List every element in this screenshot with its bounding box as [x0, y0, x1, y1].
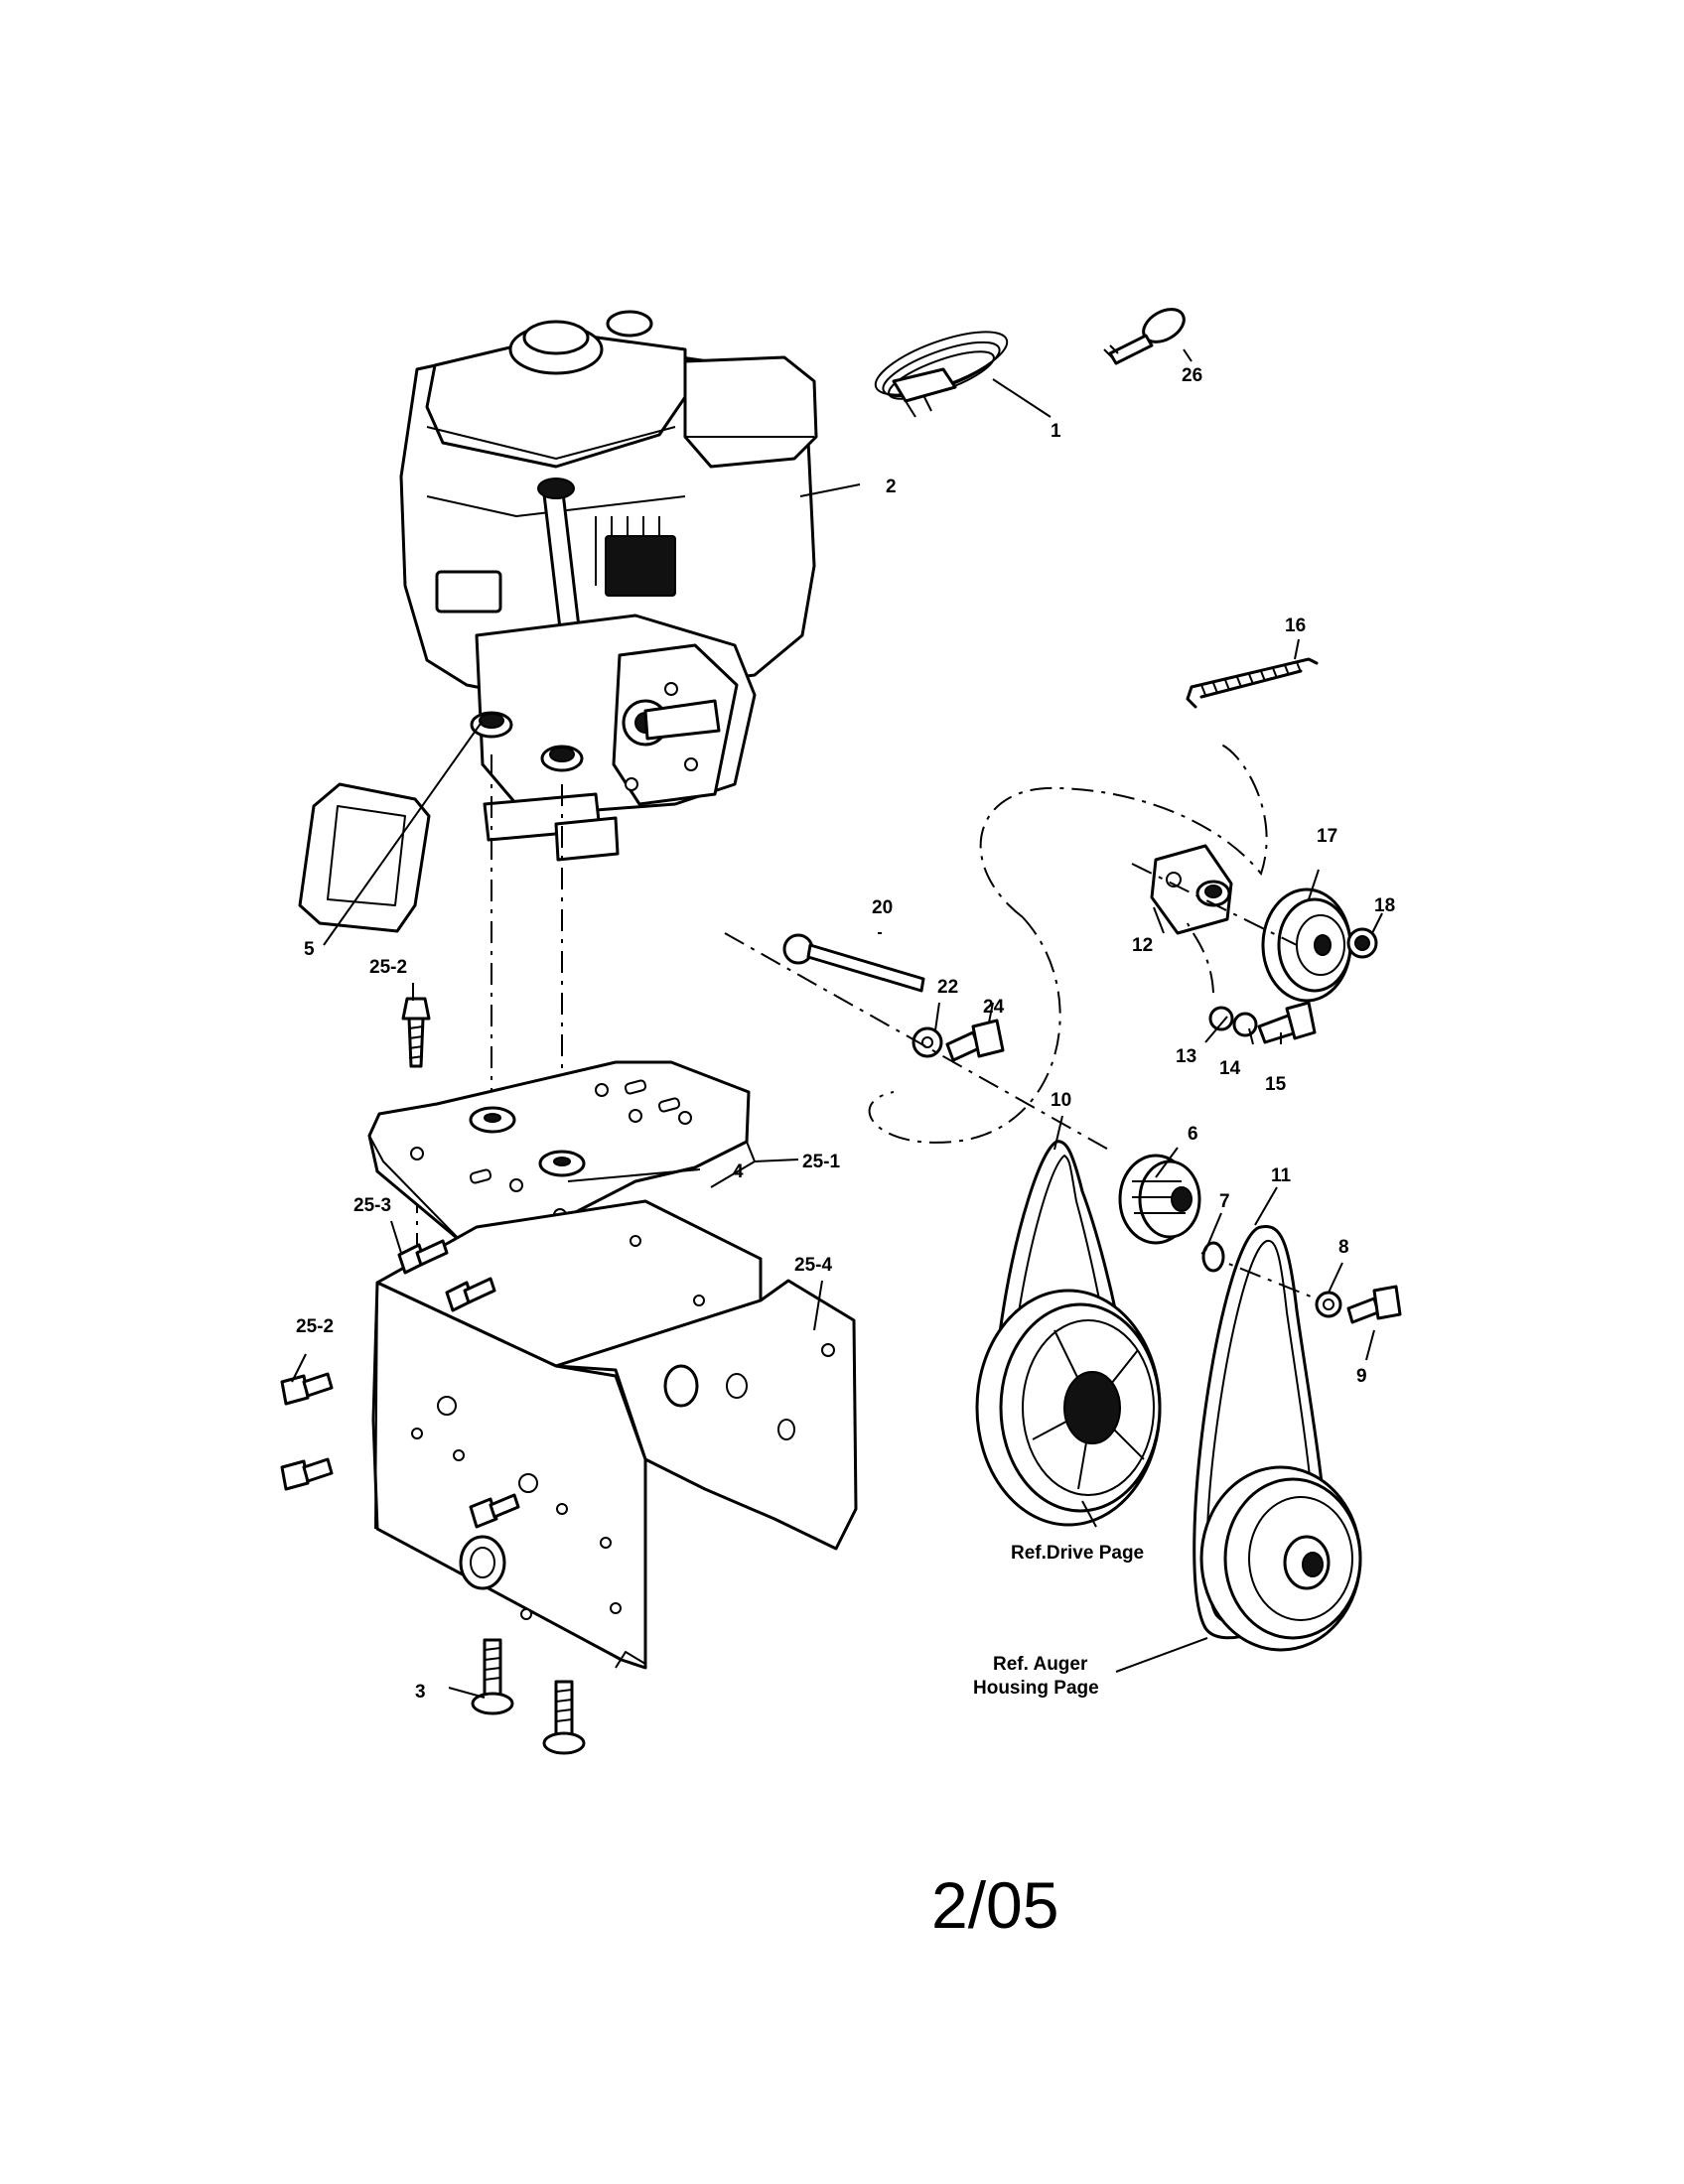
- belt-washer: [1315, 1291, 1342, 1318]
- callout-8: 8: [1338, 1237, 1349, 1258]
- bolt-25-2-side: [280, 1457, 334, 1491]
- callout-20: 20: [872, 897, 893, 918]
- callout-7: 7: [1219, 1191, 1230, 1212]
- callout-1: 1: [1051, 421, 1061, 442]
- callout-26: 26: [1182, 365, 1202, 386]
- auger-pulley: [1199, 1465, 1362, 1652]
- bolt-25-3: [397, 1239, 449, 1275]
- callout-6: 6: [1188, 1124, 1198, 1145]
- shaft-bolt: [945, 1019, 1005, 1062]
- engine-mounting-plate: [367, 1060, 756, 1255]
- idler-spring: [1186, 657, 1319, 709]
- ignition-key: [1103, 308, 1186, 365]
- stud-shaft: [782, 933, 925, 993]
- bolt-25-2-top: [401, 997, 431, 1068]
- callout-16: 16: [1285, 615, 1306, 636]
- ref-drive-page-label: Ref.Drive Page: [1011, 1543, 1144, 1564]
- callout-25-3: 25-3: [353, 1195, 391, 1216]
- callout-25-1: 25-1: [802, 1152, 840, 1172]
- frame-housing: [371, 1199, 858, 1670]
- idler-nut: [1346, 927, 1378, 959]
- engine-pulley-washer: [1201, 1241, 1225, 1273]
- carriage-bolt: [471, 1638, 514, 1715]
- shaft-washer: [912, 1026, 943, 1058]
- callout-2: 2: [886, 477, 897, 497]
- callout-4: 4: [733, 1161, 744, 1182]
- idler-bracket: [1150, 844, 1233, 935]
- spacer: [469, 1106, 516, 1134]
- callout-12: 12: [1132, 935, 1153, 956]
- idler-washers-bolt: [1208, 1001, 1317, 1044]
- callout-25-4: 25-4: [794, 1255, 832, 1276]
- engine: [298, 310, 818, 933]
- spacer: [538, 1150, 586, 1177]
- bolt-25-2-side: [280, 1372, 334, 1406]
- wire-harness: [874, 331, 1009, 418]
- callout-17: 17: [1317, 826, 1337, 847]
- callout-5: 5: [304, 939, 315, 960]
- callout-13: 13: [1176, 1046, 1196, 1067]
- callout-9: 9: [1356, 1366, 1367, 1387]
- callout-numbers: 1 2 3 4 5 6 7 8 9 10 11 12 13 14 15 16 1…: [296, 365, 1395, 1703]
- ref-auger-label-line2: Housing Page: [973, 1678, 1099, 1699]
- callout-10: 10: [1051, 1090, 1071, 1111]
- callout-25-2-bottom: 25-2: [296, 1316, 334, 1337]
- bolt-25-2-side: [469, 1493, 520, 1529]
- carriage-bolt: [542, 1680, 586, 1755]
- revision-date: 2/05: [931, 1868, 1058, 1942]
- callout-15: 15: [1265, 1074, 1287, 1095]
- drive-pulley: [975, 1289, 1162, 1527]
- ref-auger-label-line1: Ref. Auger: [993, 1654, 1088, 1675]
- callout-14: 14: [1219, 1058, 1241, 1079]
- idler-pulley: [1261, 887, 1352, 1003]
- engine-pulley: [1118, 1154, 1201, 1245]
- callout-24: 24: [983, 997, 1005, 1018]
- callout-18: 18: [1374, 895, 1395, 916]
- engine-mount-nut: [540, 745, 584, 772]
- pulley-bolt: [1346, 1285, 1402, 1324]
- leader-lines: [291, 348, 1383, 1699]
- engine-mount-nut: [470, 711, 513, 739]
- callout-3: 3: [415, 1682, 426, 1703]
- bolt-25-3: [445, 1277, 496, 1312]
- callout-11: 11: [1271, 1165, 1292, 1186]
- callout-25-2-top: 25-2: [369, 957, 407, 978]
- callout-22: 22: [937, 977, 958, 998]
